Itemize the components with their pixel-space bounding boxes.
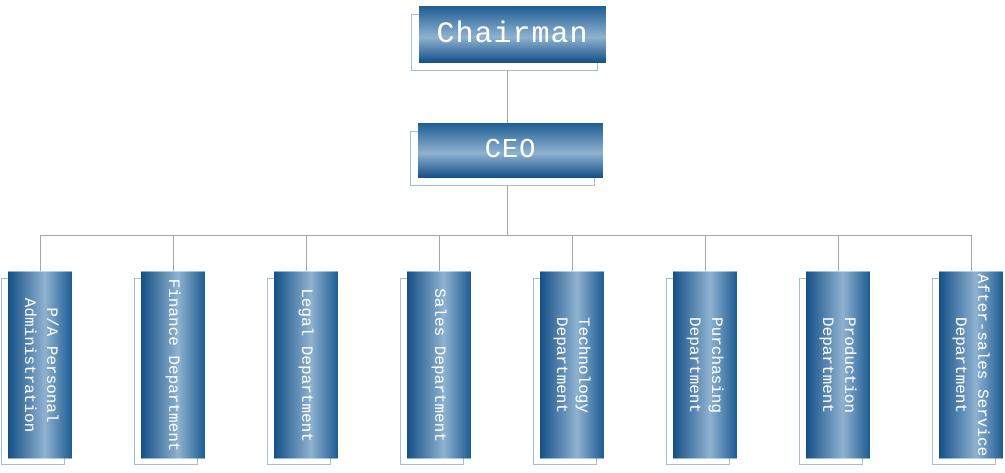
node-box: CEO	[418, 123, 603, 178]
connector-drop-2	[173, 235, 174, 271]
node-label-dept: Sales Department	[430, 287, 448, 442]
node-box: Production Department	[806, 271, 870, 458]
connector-rail	[40, 235, 971, 236]
connector-drop-4	[439, 235, 440, 271]
connector-drop-6	[705, 235, 706, 271]
org-node-finance-department: Finance Department	[134, 271, 205, 465]
org-node-after-sales-service-department: After-sales Service Department	[932, 271, 1003, 465]
node-box: P/A Personal Administration	[8, 271, 72, 458]
connector-drop-5	[572, 235, 573, 271]
node-label-ceo: CEO	[484, 135, 537, 166]
connector-drop-7	[838, 235, 839, 271]
node-box: Technology Department	[540, 271, 604, 458]
connector-chairman-ceo	[507, 63, 508, 123]
connector-ceo-trunk	[507, 178, 508, 235]
node-box: Finance Department	[141, 271, 205, 458]
node-box: After-sales Service Department	[939, 271, 1003, 458]
node-label-dept: Finance Department	[164, 278, 182, 451]
org-node-legal-department: Legal Department	[267, 271, 338, 465]
org-node-sales-department: Sales Department	[400, 271, 471, 465]
node-label-dept: Production Department	[818, 316, 858, 413]
node-label-dept: Legal Department	[297, 287, 315, 442]
node-label-dept: Purchasing Department	[685, 316, 725, 413]
node-label-chairman: Chairman	[436, 17, 589, 52]
node-label-dept: P/A Personal Administration	[20, 297, 60, 432]
org-node-technology-department: Technology Department	[533, 271, 604, 465]
org-node-chairman: Chairman	[411, 6, 606, 71]
node-label-dept: After-sales Service Department	[951, 273, 991, 456]
org-node-purchasing-department: Purchasing Department	[666, 271, 737, 465]
node-label-dept: Technology Department	[552, 316, 592, 413]
node-box: Sales Department	[407, 271, 471, 458]
connector-drop-8	[971, 235, 972, 271]
org-node-personal-administration: P/A Personal Administration	[1, 271, 72, 465]
node-box: Chairman	[419, 6, 606, 63]
org-node-ceo: CEO	[410, 123, 603, 186]
connector-drop-3	[306, 235, 307, 271]
node-box: Legal Department	[274, 271, 338, 458]
connector-drop-1	[40, 235, 41, 271]
node-box: Purchasing Department	[673, 271, 737, 458]
org-node-production-department: Production Department	[799, 271, 870, 465]
